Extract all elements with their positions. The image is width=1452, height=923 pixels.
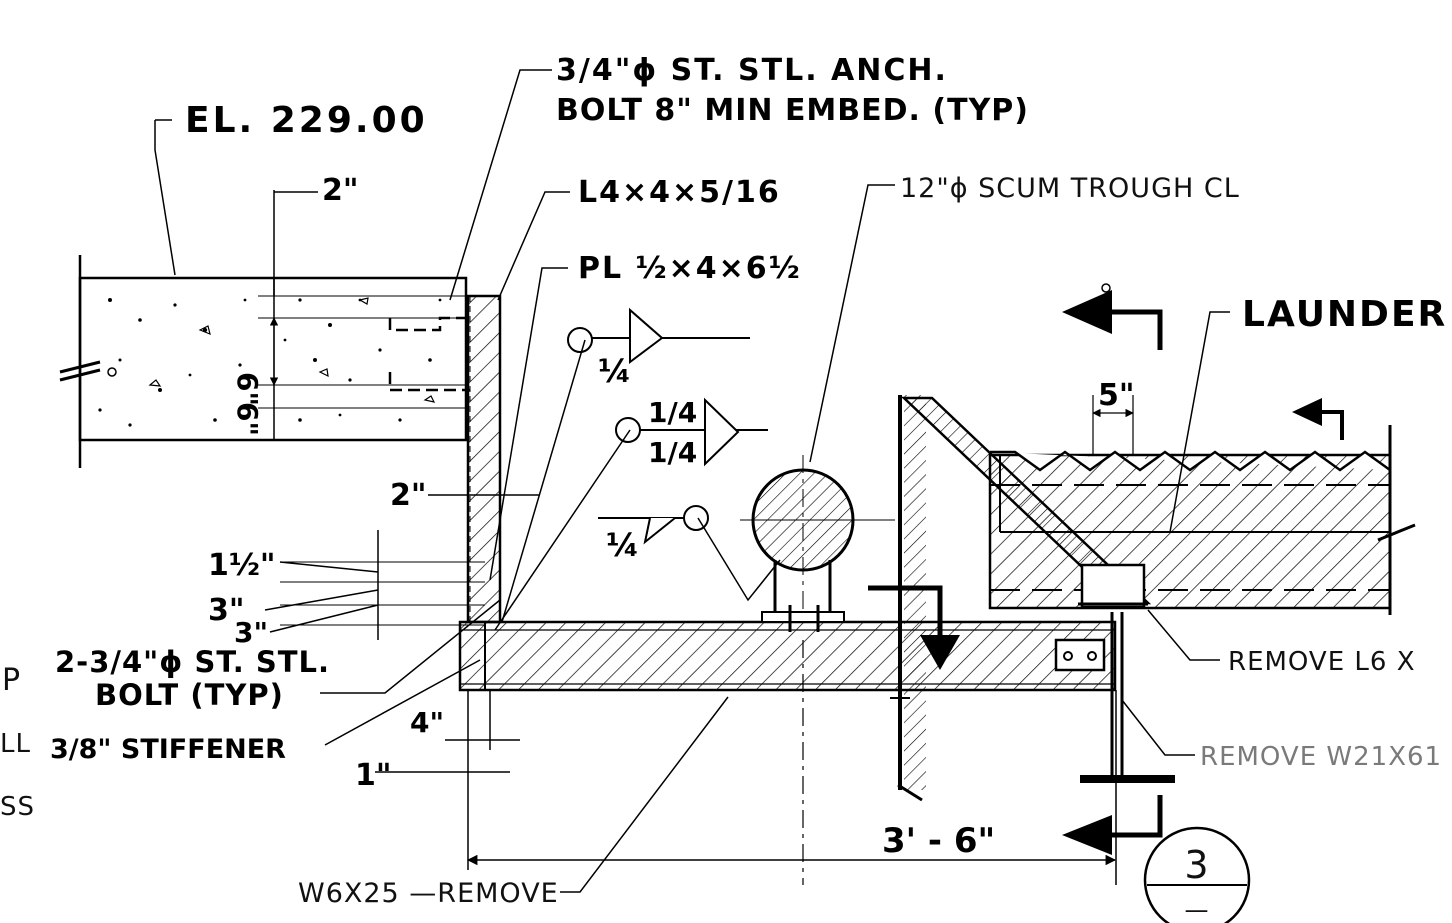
launder-channel (988, 425, 1416, 615)
w6x25-beam (458, 620, 1117, 870)
w21x61-column (1054, 612, 1175, 783)
dim-4: 4" (410, 706, 444, 739)
leader-lines (154, 69, 1230, 893)
dim-3a: 3" (208, 593, 245, 628)
cut-label-ll: LL (0, 729, 31, 759)
w6-remove-label: W6X25 —REMOVE (298, 878, 559, 909)
remove-l6-label: REMOVE L6 X (1228, 647, 1416, 677)
dim-6b: 6" (231, 402, 264, 436)
steel-angle-plate (466, 294, 502, 624)
weld-size-1: ¼ (598, 352, 631, 390)
angle-label: L4×4×5/16 (578, 175, 781, 210)
scum-trough-label: 12"ϕ SCUM TROUGH CL (900, 173, 1240, 204)
plate-label: PL ½×4×6½ (578, 251, 802, 286)
dim-2-mid: 2" (390, 478, 427, 513)
launder-label: LAUNDER (1242, 294, 1447, 335)
weld-size-bottom: 1/4 (648, 436, 697, 469)
anchor-bolt-line2: BOLT 8" MIN EMBED. (TYP) (556, 93, 1029, 128)
section-number: 3 (1184, 843, 1209, 887)
section-sub-label: — (1185, 896, 1210, 923)
stiffener-label: 3/8" STIFFENER (50, 734, 286, 765)
dim-1-5: 1½" (208, 548, 276, 583)
dim-2-top: 2" (322, 173, 359, 208)
weld-symbols (567, 307, 768, 545)
weld-size-3: ¼ (606, 526, 639, 564)
section-cut-arrows (868, 283, 1344, 855)
cut-label-ss: SS (0, 792, 35, 822)
bolt-label-line2: BOLT (TYP) (95, 678, 284, 712)
dim-5: 5" (1098, 378, 1135, 413)
bolt-label-line1: 2-3/4"ϕ ST. STL. (55, 645, 330, 679)
concrete-slab (59, 255, 470, 468)
weld-size-top: 1/4 (648, 396, 697, 429)
scum-trough-pipe (740, 455, 895, 632)
section-marker: 3 — (1143, 826, 1251, 923)
remove-w21-label: REMOVE W21X61 (1200, 742, 1442, 772)
cut-label-p: P (2, 663, 21, 698)
dim-1: 1" (355, 758, 392, 793)
dimension-lines (273, 190, 1134, 885)
elevation-label: EL. 229.00 (185, 100, 428, 141)
dim-3b: 3" (234, 616, 268, 649)
dim-3-6: 3' - 6" (882, 821, 995, 861)
anchor-bolt-line1: 3/4"ϕ ST. STL. ANCH. (556, 53, 948, 88)
dim-6a: 6" (231, 372, 264, 406)
annotations: EL. 229.00 2" 3/4"ϕ ST. STL. ANCH. BOLT … (0, 53, 1447, 909)
